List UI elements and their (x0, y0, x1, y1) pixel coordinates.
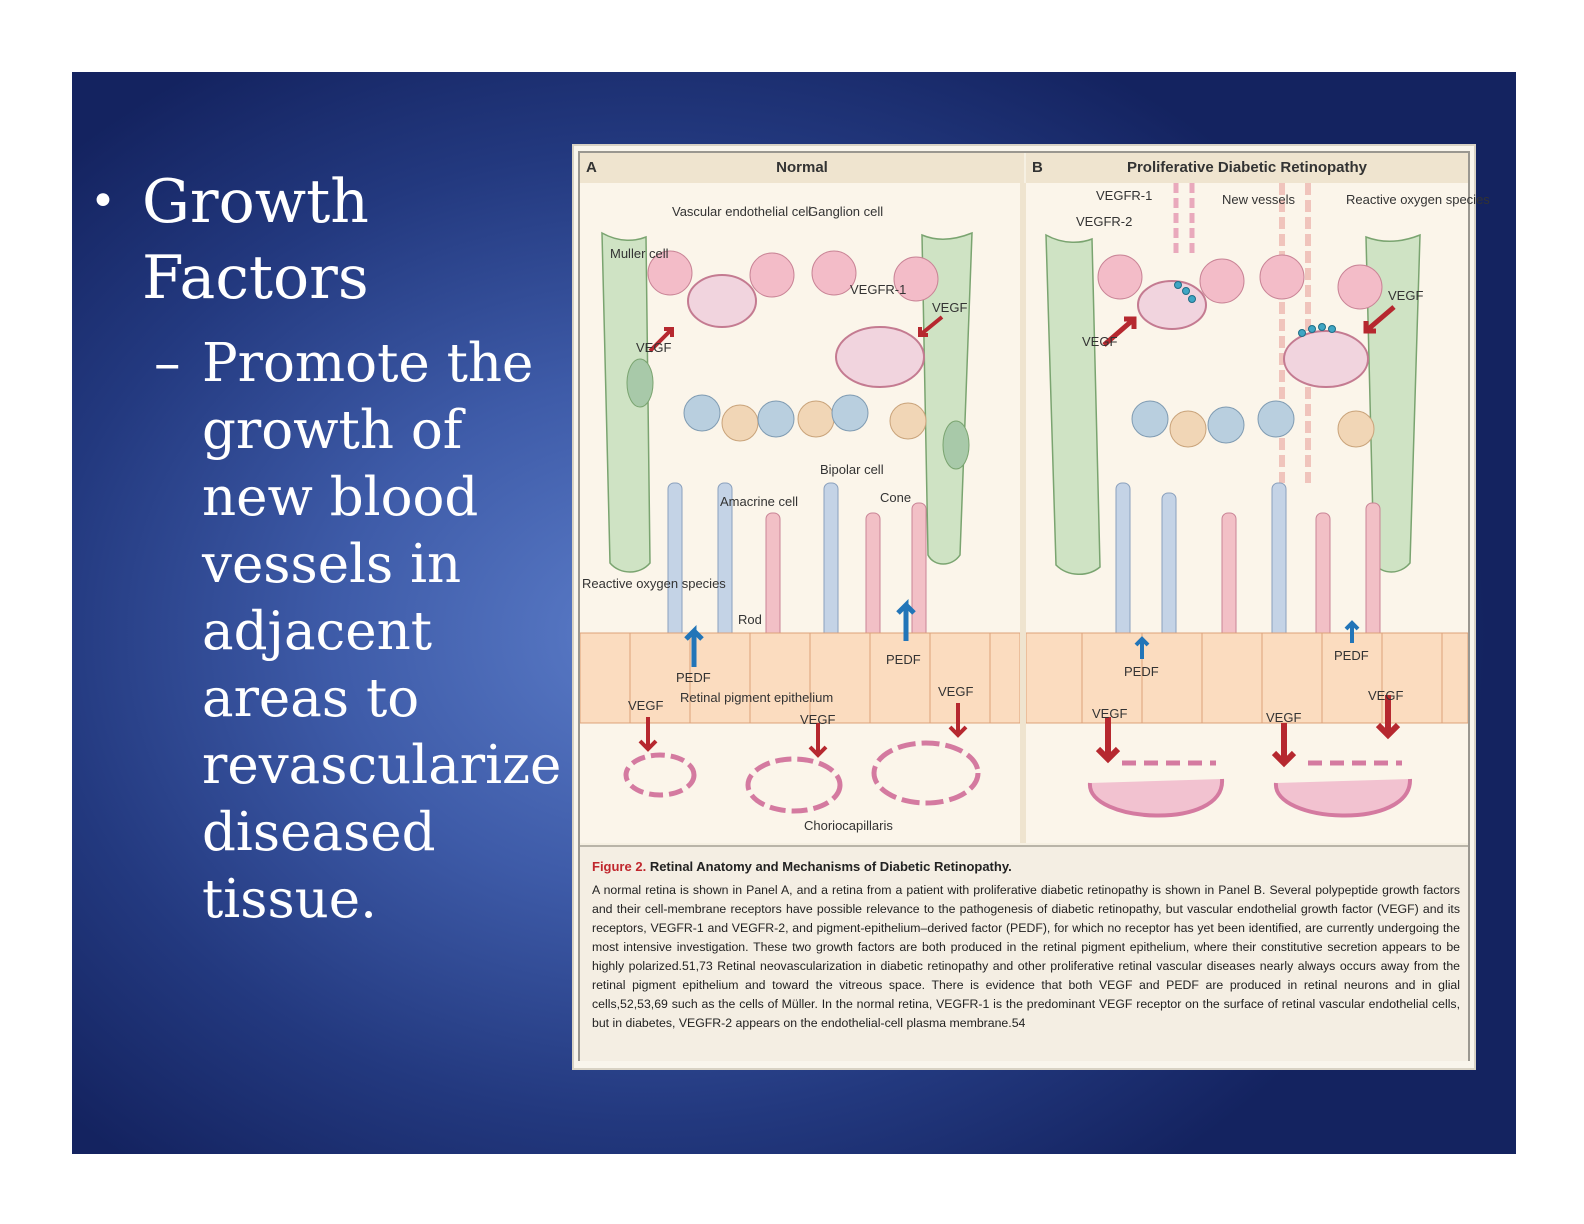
label-vegf-right-b: VEGF (1388, 288, 1424, 303)
panel-divider (1020, 183, 1026, 843)
label-pedf-left-b: PEDF (1124, 664, 1159, 679)
bullet-dot: • (90, 176, 116, 227)
label-vegf-left: VEGF (636, 340, 672, 355)
label-new-vessels: New vessels (1222, 192, 1295, 207)
bullet-item-sub: – Promote the growth of new blood vessel… (84, 330, 561, 933)
bullet-item-main: • Growth Factors (84, 164, 554, 316)
bullet-main-text: Growth Factors (142, 167, 369, 313)
label-vegf-low-left-a: VEGF (628, 698, 664, 713)
label-pedf-right-b: PEDF (1334, 648, 1369, 663)
label-vegfr2-b: VEGFR-2 (1076, 214, 1133, 229)
label-rod: Rod (738, 612, 762, 627)
slide-background: • Growth Factors – Promote the growth of… (72, 72, 1516, 1154)
panel-a-title: Normal (776, 159, 828, 176)
figure-caption: Figure 2. Retinal Anatomy and Mechanisms… (580, 845, 1468, 1061)
label-vegf-left-b: VEGF (1082, 334, 1118, 349)
figure-image: A Normal B Proliferative Diabetic Retino… (572, 144, 1490, 1070)
caption-body: A normal retina is shown in Panel A, and… (592, 883, 1460, 1030)
label-bipolar-cell: Bipolar cell (820, 462, 884, 477)
panel-a-illustration: Vascular endothelial cell Ganglion cell … (580, 183, 1020, 843)
label-muller-cell: Muller cell (610, 246, 669, 261)
label-vegf-low-mid-b: VEGF (1266, 710, 1302, 725)
label-rpe: Retinal pigment epithelium (680, 690, 834, 705)
label-pedf-right-a: PEDF (886, 652, 921, 667)
label-choriocapillaris: Choriocapillaris (804, 818, 893, 833)
caption-title: Figure 2. Retinal Anatomy and Mechanisms… (592, 859, 1012, 874)
caption-figure-number: Figure 2. (592, 859, 647, 874)
label-vegfr1-b: VEGFR-1 (1096, 188, 1153, 203)
panel-a-letter: A (586, 159, 597, 176)
retina-normal-drawing (580, 231, 1020, 814)
label-vegfr1: VEGFR-1 (850, 282, 907, 297)
label-vegf-low-mid-a: VEGF (800, 712, 836, 727)
bullet-list: • Growth Factors – Promote the growth of… (84, 164, 561, 933)
label-pedf-left-a: PEDF (676, 670, 711, 685)
retina-pdr-drawing (1026, 183, 1468, 818)
panel-b-header: B Proliferative Diabetic Retinopathy (1026, 153, 1468, 183)
label-ros-a: Reactive oxygen species (582, 576, 726, 591)
panel-b-illustration: VEGFR-1 VEGFR-2 New vessels Reactive oxy… (1026, 183, 1490, 843)
label-ros-b: Reactive oxygen species (1346, 192, 1490, 207)
label-ganglion-cell: Ganglion cell (808, 204, 884, 219)
label-amacrine-cell: Amacrine cell (720, 494, 799, 509)
label-cone: Cone (880, 490, 912, 505)
bullet-dash: – (154, 333, 181, 394)
panel-b-title: Proliferative Diabetic Retinopathy (1126, 159, 1368, 176)
label-vegf-right: VEGF (932, 300, 968, 315)
label-vegf-low-right-b: VEGF (1368, 688, 1404, 703)
label-vegf-low-left-b: VEGF (1092, 706, 1128, 721)
panel-a-header: A Normal (580, 153, 1024, 183)
label-vascular-endothelial: Vascular endothelial cell (672, 204, 812, 219)
bullet-sub-text: Promote the growth of new blood vessels … (202, 333, 562, 930)
panel-b-letter: B (1032, 159, 1043, 176)
label-vegf-low-right-a: VEGF (938, 684, 974, 699)
figure-frame: A Normal B Proliferative Diabetic Retino… (578, 151, 1490, 1061)
caption-title-text: Retinal Anatomy and Mechanisms of Diabet… (649, 859, 1012, 874)
